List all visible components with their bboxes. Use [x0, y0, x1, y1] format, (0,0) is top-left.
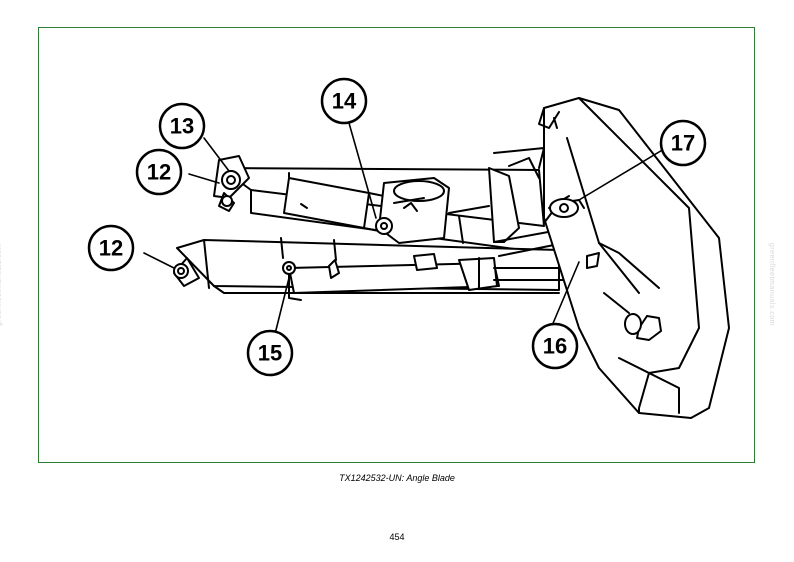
- angle-blade-illustration: 13 12 14 12 15 17 16: [87, 77, 730, 419]
- figure-frame: 13 12 14 12 15 17 16: [38, 27, 755, 463]
- callout-17-label: 17: [671, 131, 695, 156]
- page-number: 454: [389, 532, 405, 542]
- callout-12-lower: 12: [87, 224, 135, 272]
- leader-lines: [143, 122, 670, 339]
- callout-14: 14: [320, 77, 368, 125]
- callout-12-lower-label: 12: [99, 236, 123, 261]
- blade: [538, 97, 730, 419]
- callout-15-label: 15: [258, 341, 282, 366]
- callout-12-upper-label: 12: [147, 160, 171, 185]
- callout-14-label: 14: [332, 89, 357, 114]
- callout-17: 17: [659, 119, 707, 167]
- lower-cylinder: [282, 253, 580, 301]
- watermark-right: greenfleetmanuals.com: [768, 242, 776, 327]
- callout-13-label: 13: [170, 114, 194, 139]
- figure-caption: TX1242532-UN: Angle Blade: [339, 473, 455, 483]
- pivot-bracket: [375, 177, 450, 244]
- callout-15: 15: [246, 329, 294, 377]
- callout-16-label: 16: [543, 334, 567, 359]
- callout-16: 16: [531, 322, 579, 370]
- watermark-left: greenfleetmanuals.com: [0, 242, 4, 327]
- callout-13: 13: [158, 102, 206, 150]
- callout-12-upper: 12: [135, 148, 183, 196]
